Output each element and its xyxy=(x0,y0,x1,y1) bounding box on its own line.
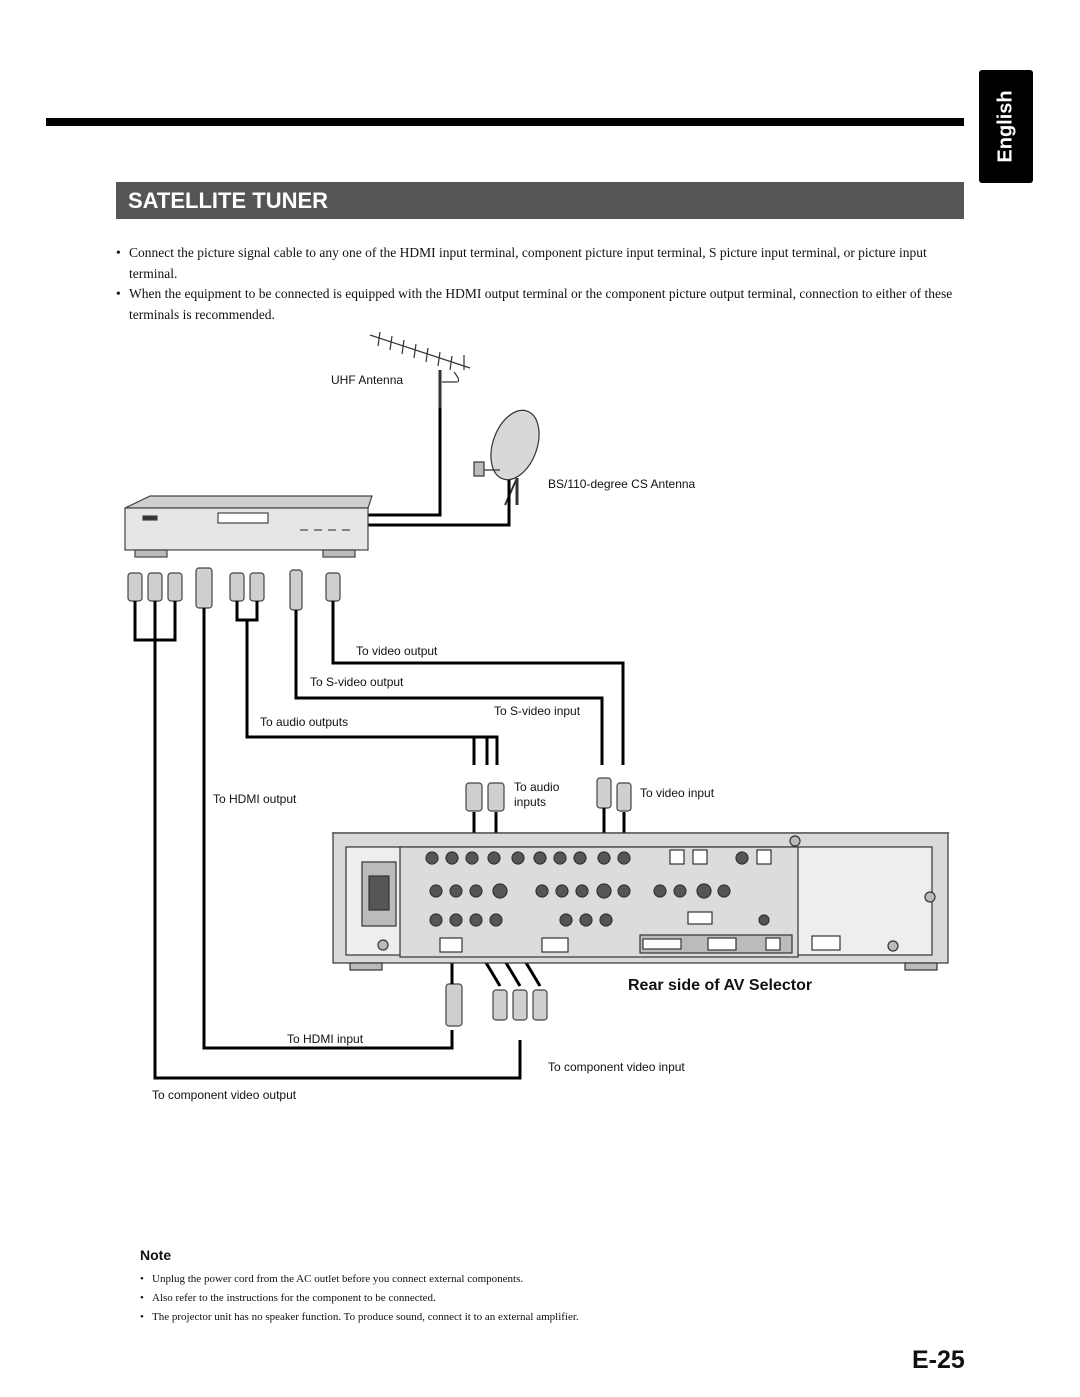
to-audio-inputs-label-1: To audio xyxy=(514,780,560,794)
cable-plugs xyxy=(127,567,341,611)
to-video-input-label: To video input xyxy=(640,786,715,800)
instruction-item: Connect the picture signal cable to any … xyxy=(116,243,961,284)
satellite-dish-icon xyxy=(473,409,540,506)
to-hdmi-output-label: To HDMI output xyxy=(213,792,297,806)
av-selector-rear-panel xyxy=(331,832,950,971)
to-s-video-output-label: To S-video output xyxy=(310,675,404,689)
note-heading: Note xyxy=(140,1247,172,1263)
section-title-bar: SATELLITE TUNER xyxy=(116,182,964,219)
language-tab: English xyxy=(979,70,1033,183)
note-item: Also refer to the instructions for the c… xyxy=(140,1289,940,1308)
note-item: Unplug the power cord from the AC outlet… xyxy=(140,1270,940,1289)
to-hdmi-input-label: To HDMI input xyxy=(287,1032,364,1046)
rear-side-label: Rear side of AV Selector xyxy=(628,977,813,994)
instruction-item: When the equipment to be connected is eq… xyxy=(116,284,961,325)
page-number: E-25 xyxy=(912,1346,965,1374)
uhf-antenna-icon xyxy=(369,331,471,410)
bs-antenna-label: BS/110-degree CS Antenna xyxy=(548,477,696,491)
note-list: Unplug the power cord from the AC outlet… xyxy=(140,1270,940,1327)
instruction-list: Connect the picture signal cable to any … xyxy=(116,243,961,325)
to-component-video-output-label: To component video output xyxy=(152,1088,297,1102)
to-audio-inputs-label-2: inputs xyxy=(514,795,547,809)
satellite-tuner-icon xyxy=(124,495,373,558)
to-video-output-label: To video output xyxy=(356,644,438,658)
to-audio-outputs-label: To audio outputs xyxy=(260,715,349,729)
note-item: The projector unit has no speaker functi… xyxy=(140,1308,940,1327)
top-rule xyxy=(46,118,964,126)
uhf-antenna-label: UHF Antenna xyxy=(331,373,404,387)
to-s-video-input-label: To S-video input xyxy=(494,704,581,718)
section-title: SATELLITE TUNER xyxy=(128,188,329,213)
to-component-video-input-label: To component video input xyxy=(548,1060,685,1074)
